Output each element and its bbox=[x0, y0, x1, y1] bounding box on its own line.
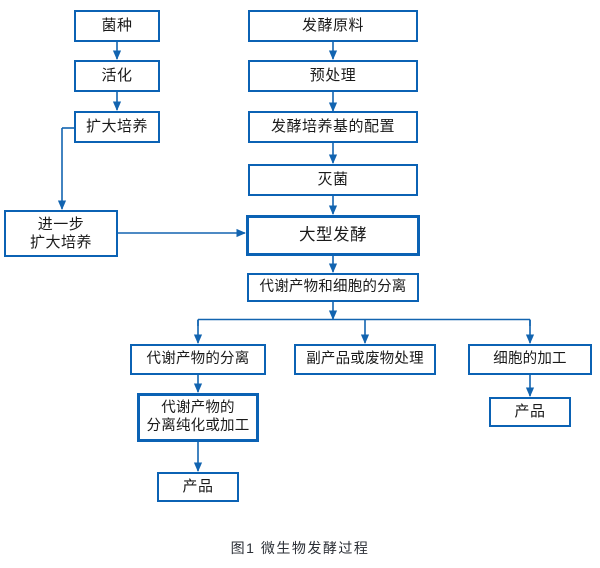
node-expand-culture[interactable]: 扩大培养 bbox=[74, 111, 160, 143]
node-raw-material[interactable]: 发酵原料 bbox=[248, 10, 418, 42]
figure-caption: 图1 微生物发酵过程 bbox=[230, 540, 370, 556]
node-sterilization[interactable]: 灭菌 bbox=[248, 164, 418, 196]
node-further-expand-culture[interactable]: 进一步 扩大培养 bbox=[4, 210, 118, 257]
node-activation[interactable]: 活化 bbox=[74, 60, 160, 92]
node-product-left[interactable]: 产品 bbox=[157, 472, 239, 502]
node-pretreatment[interactable]: 预处理 bbox=[248, 60, 418, 92]
node-cell-processing[interactable]: 细胞的加工 bbox=[468, 344, 592, 375]
node-byproduct-waste-treatment[interactable]: 副产品或废物处理 bbox=[294, 344, 436, 375]
node-metabolite-purification[interactable]: 代谢产物的 分离纯化或加工 bbox=[137, 393, 259, 442]
node-large-fermentation[interactable]: 大型发酵 bbox=[246, 215, 420, 256]
node-metabolite-separation[interactable]: 代谢产物的分离 bbox=[130, 344, 266, 375]
node-product-right[interactable]: 产品 bbox=[489, 397, 571, 427]
node-strain[interactable]: 菌种 bbox=[74, 10, 160, 42]
node-metabolite-cell-separation[interactable]: 代谢产物和细胞的分离 bbox=[247, 273, 419, 302]
node-medium-preparation[interactable]: 发酵培养基的配置 bbox=[248, 111, 418, 143]
